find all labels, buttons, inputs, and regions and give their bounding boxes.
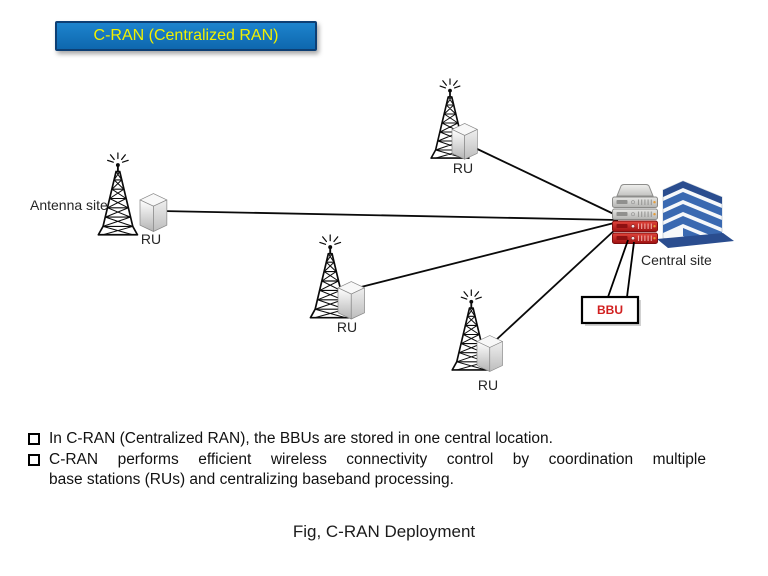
server-stack-icon — [612, 184, 658, 244]
ru-box-icon — [337, 281, 365, 320]
fronthaul-link-line — [470, 145, 619, 217]
bullet-item: C-RAN performs efficient wireless connec… — [28, 450, 712, 491]
figure-caption: Fig, C-RAN Deployment — [292, 522, 476, 541]
fronthaul-links — [160, 145, 619, 341]
bullet-text: base stations (RUs) and centralizing bas… — [49, 471, 454, 488]
bbu-callout — [580, 239, 641, 326]
title-banner: C-RAN (Centralized RAN) — [55, 21, 317, 51]
bbu-label: BBU — [597, 303, 623, 317]
bullet-text: In C-RAN (Centralized RAN), the BBUs are… — [49, 430, 553, 447]
square-bullet-icon — [28, 433, 40, 445]
ru-box-icon — [451, 123, 478, 160]
ru-label-1: RU — [140, 231, 162, 247]
fronthaul-link-line — [160, 210, 619, 221]
bullet-item: In C-RAN (Centralized RAN), the BBUs are… — [28, 429, 712, 450]
fronthaul-link-line — [495, 226, 619, 341]
fronthaul-link-line — [360, 221, 619, 288]
radio-tower-icon — [97, 151, 139, 236]
building-icon — [657, 180, 734, 248]
antenna-site-label: Antenna site — [30, 197, 108, 213]
ru-label-4: RU — [477, 377, 499, 393]
ru-box-icon — [476, 335, 503, 372]
ru-box-icon — [139, 193, 168, 232]
bullet-text: C-RAN performs efficient wireless connec… — [49, 450, 706, 468]
ru-label-2: RU — [452, 160, 474, 176]
bullet-list: In C-RAN (Centralized RAN), the BBUs are… — [28, 429, 712, 491]
square-bullet-icon — [28, 453, 40, 466]
ru-label-3: RU — [336, 319, 358, 335]
title-text: C-RAN (Centralized RAN) — [93, 27, 279, 44]
central-site-label: Central site — [641, 252, 712, 268]
